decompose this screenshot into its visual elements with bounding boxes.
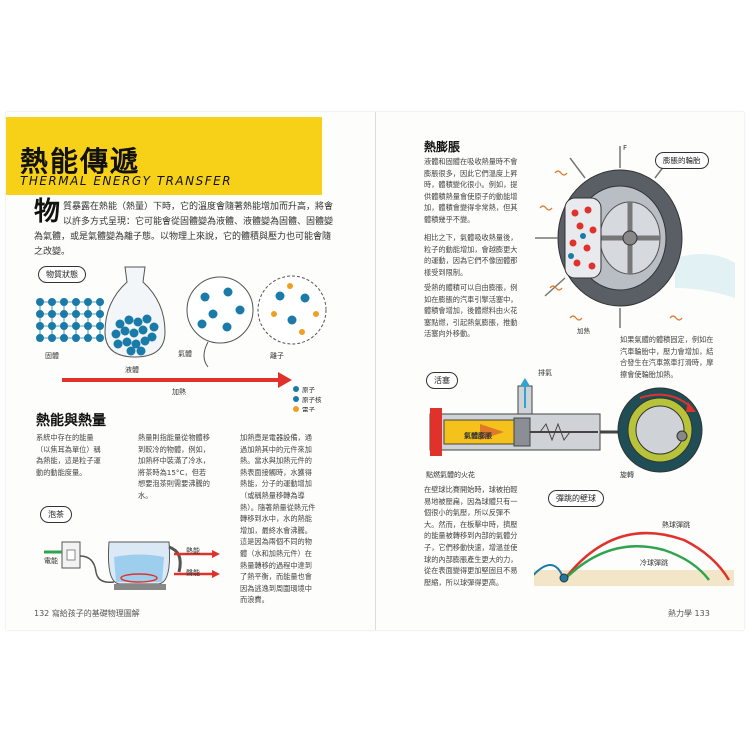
sound-energy-label: 聲能 (186, 569, 200, 577)
gas-expansion-label: 氣體膨脹 (464, 432, 492, 440)
states-of-matter-diagram: 固體 液體 氣體 離子 加熱 原子 原子核 電子 (36, 266, 327, 412)
expansion-section-title: 熱膨脹 (424, 140, 461, 154)
expansion-paragraph-2: 相比之下，氣體吸收熱量後，粒子的動能增加，會越膨更大的運動，因為它們不像固體那樣… (424, 233, 518, 277)
tyre-smoke (675, 254, 735, 298)
ion-particles (271, 283, 319, 335)
gas-atoms (197, 287, 245, 332)
rotation-label: 旋轉 (620, 471, 634, 479)
ion-label: 離子 (270, 351, 284, 360)
tyre-heat-label: 加熱 (577, 326, 591, 335)
squash-paragraph: 在壁球比賽開始時，球被拍輕易地被壓扁，因為球體只有一個很小的氣壓，所以反彈不大。… (424, 485, 518, 587)
liquid-label: 液體 (125, 365, 139, 374)
piston-label: 活塞 (426, 372, 458, 389)
force-label: F (623, 144, 627, 152)
kettle-handle (168, 545, 182, 573)
heating-label: 加熱 (172, 387, 186, 396)
heating-element (120, 573, 158, 583)
hot-ball-label: 熱球彈跳 (662, 521, 690, 529)
right-footer: 熱力學 133 (668, 609, 710, 618)
tyre-diagram: F 加熱 (535, 144, 735, 335)
vent-label: 排氣 (538, 369, 552, 377)
ion-bubble (257, 275, 327, 345)
kettle-diagram (44, 541, 220, 590)
heating-arrow-head (278, 372, 292, 388)
gas-label: 氣體 (178, 349, 192, 358)
court-floor (534, 570, 734, 586)
cold-ball-path (563, 545, 710, 581)
piston-head (513, 417, 531, 447)
drop-cap: 物 (34, 197, 61, 227)
title-banner (6, 117, 322, 195)
text-column-1: 系統中存在的能量（以焦耳為單位）稱為熱能，這是粒子運動的動能度量。 (36, 433, 101, 477)
heat-squiggles (539, 170, 683, 321)
page-subtitle: THERMAL ENERGY TRANSFER (20, 174, 233, 188)
ball-icon (559, 573, 569, 583)
expansion-paragraph-3: 受熱的體積可以自由膨脹，例如在膨脹的汽車引擎活塞中，體積會增加，後體燃料由火花塞… (424, 283, 518, 339)
text-column-3: 加熱壺是電器設備，通過加熱其中的元件來加熱。當水與加熱元件的熱表面接觸時，水獲得… (240, 433, 316, 605)
spark-caption: 點燃氣體的火花 (426, 471, 475, 479)
legend: 原子 原子核 電子 (293, 386, 322, 412)
solid-lattice (39, 301, 101, 339)
tyre-label: 膨脹的輪胎 (655, 152, 709, 169)
page-title: 熱能傳遞 (20, 145, 141, 178)
intro-paragraph: 物質暴露在熱能（熱量）下時，它的溫度會隨著熱能增加而升高，將會以許多方式呈現：它… (34, 197, 334, 260)
heat-energy-label: 熱能 (186, 547, 200, 555)
svg-text:原子核: 原子核 (302, 395, 322, 404)
squash-diagram (534, 531, 734, 586)
kettle-base (114, 584, 166, 590)
squash-label: 彈跳的壁球 (548, 490, 604, 507)
liquid-atoms (111, 314, 159, 356)
tyre-gas-particles (568, 206, 597, 270)
piston-diagram (429, 378, 703, 473)
text-column-2: 熱量則指能量從物體移到較冷的物體，例如，加熱杯中裝滿了冷水，將茶時為15°C，但… (138, 433, 210, 500)
svg-text:原子: 原子 (302, 386, 316, 394)
intro-text: 質暴露在熱能（熱量）下時，它的溫度會隨著熱能增加而升高，將會以許多方式呈現：它可… (34, 202, 334, 257)
states-of-matter-label: 物質狀態 (38, 266, 86, 283)
tyre-caption: 如果氣體的體積固定，例如在汽車輪胎中，壓力會增加，結合發生在汽車煞車打滑時，摩擦… (620, 335, 714, 379)
svg-text:電子: 電子 (302, 406, 316, 412)
solid-label: 固體 (45, 351, 59, 360)
left-footer: 132 寫給孩子的基礎物理圖解 (34, 609, 140, 618)
electric-energy-label: 電能 (44, 557, 58, 565)
heat-section-title: 熱能與熱量 (36, 413, 106, 429)
kettle-cord (79, 555, 115, 584)
kettle-label: 泡茶 (40, 506, 72, 523)
cylinder-head (430, 408, 442, 456)
expansion-paragraph-1: 液體和固體在吸收熱量時不會膨脹很多，因此它們溫度上昇時，體積變化很小。例如，提供… (424, 157, 518, 224)
cold-ball-label: 冷球彈跳 (640, 559, 668, 567)
solid-atoms (36, 298, 104, 342)
hot-ball-path (563, 531, 731, 581)
page-gutter (375, 112, 376, 630)
